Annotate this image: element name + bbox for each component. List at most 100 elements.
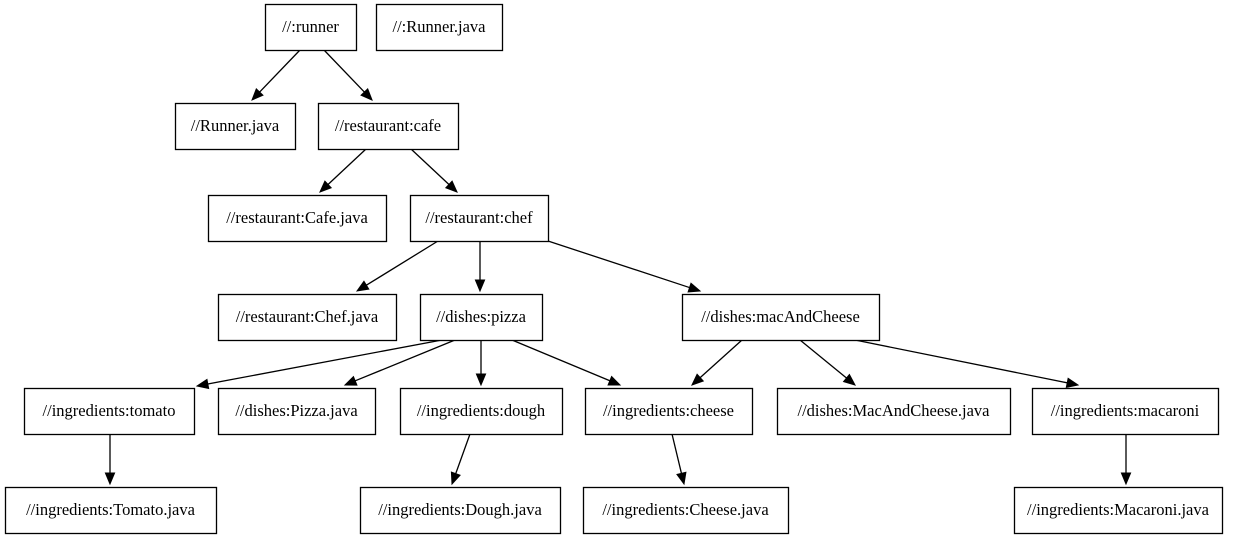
nodes-layer: //:runner //:Runner.java //Runner.java //re… — [4, 3, 1224, 535]
graph-node[interactable]: //ingredients:Tomato.java — [4, 486, 218, 535]
graph-edge — [547, 240, 702, 293]
edge-line — [799, 339, 847, 379]
edge-line — [547, 240, 690, 289]
edge-arrowhead-icon — [474, 279, 486, 293]
node-box[interactable] — [317, 102, 460, 151]
edge-arrowhead-icon — [676, 471, 687, 486]
graph-edge — [104, 434, 116, 486]
node-box[interactable] — [681, 293, 881, 342]
edges-layer — [104, 49, 1132, 486]
graph-edge — [1120, 434, 1132, 486]
graph-node[interactable]: //dishes:pizza — [419, 293, 544, 342]
node-box[interactable] — [174, 102, 297, 151]
graph-node[interactable]: //restaurant:chef — [409, 194, 550, 243]
graph-node[interactable]: //ingredients:macaroni — [1031, 387, 1220, 436]
edge-arrowhead-icon — [1065, 377, 1080, 388]
edge-arrowhead-icon — [1120, 472, 1132, 486]
edge-line — [207, 339, 443, 385]
edge-line — [366, 240, 439, 286]
graph-edge — [343, 339, 456, 386]
node-label: //ingredients:Cheese.java — [602, 500, 769, 519]
node-box[interactable] — [1031, 387, 1220, 436]
node-label: //:runner — [282, 17, 339, 36]
node-label: //ingredients:Tomato.java — [26, 500, 196, 519]
edge-arrowhead-icon — [195, 378, 210, 390]
node-box[interactable] — [584, 387, 754, 436]
node-box[interactable] — [1013, 486, 1224, 535]
graph-edge — [691, 339, 743, 386]
node-box[interactable] — [217, 293, 398, 342]
node-label: //dishes:macAndCheese — [701, 307, 860, 326]
edge-arrowhead-icon — [251, 87, 264, 101]
node-label: //restaurant:cafe — [335, 116, 441, 135]
graph-node[interactable]: //restaurant:Chef.java — [217, 293, 398, 342]
node-box[interactable] — [23, 387, 196, 436]
graph-node[interactable]: //:runner — [264, 3, 358, 52]
graph-edge — [410, 148, 458, 193]
edge-arrowhead-icon — [475, 373, 487, 387]
node-label: //restaurant:chef — [425, 208, 533, 227]
graph-edge — [799, 339, 857, 386]
edge-line — [410, 148, 450, 185]
edge-line — [455, 433, 471, 474]
node-label: //Runner.java — [191, 116, 280, 135]
node-label: //ingredients:macaroni — [1051, 401, 1200, 420]
edge-line — [511, 339, 611, 382]
node-box[interactable] — [375, 3, 504, 52]
edge-line — [854, 339, 1068, 384]
edge-arrowhead-icon — [450, 471, 461, 486]
graph-node[interactable]: //restaurant:cafe — [317, 102, 460, 151]
edge-arrowhead-icon — [360, 87, 373, 101]
node-label: //dishes:pizza — [436, 307, 526, 326]
edge-arrowhead-icon — [319, 180, 333, 193]
graph-node[interactable]: //dishes:macAndCheese — [681, 293, 881, 342]
node-label: //ingredients:Dough.java — [378, 500, 542, 519]
graph-node[interactable]: //ingredients:Macaroni.java — [1013, 486, 1224, 535]
node-box[interactable] — [399, 387, 564, 436]
node-box[interactable] — [359, 486, 562, 535]
edge-arrowhead-icon — [444, 180, 458, 193]
node-box[interactable] — [264, 3, 358, 52]
graph-node[interactable]: //dishes:MacAndCheese.java — [776, 387, 1012, 436]
node-label: //ingredients:Macaroni.java — [1027, 500, 1210, 519]
edge-line — [699, 339, 743, 379]
graph-edge — [450, 433, 471, 486]
graph-edge — [475, 340, 487, 387]
node-label: //ingredients:cheese — [603, 401, 734, 420]
node-box[interactable] — [4, 486, 218, 535]
graph-node[interactable]: //dishes:Pizza.java — [217, 387, 377, 436]
graph-node[interactable]: //ingredients:dough — [399, 387, 564, 436]
node-box[interactable] — [582, 486, 790, 535]
graph-node[interactable]: //Runner.java — [174, 102, 297, 151]
graph-edge — [474, 241, 486, 293]
node-label: //restaurant:Chef.java — [236, 307, 379, 326]
node-box[interactable] — [409, 194, 550, 243]
edge-arrowhead-icon — [691, 373, 705, 386]
graph-edge — [319, 148, 367, 193]
graph-node[interactable]: //:Runner.java — [375, 3, 504, 52]
graph-node[interactable]: //ingredients:Dough.java — [359, 486, 562, 535]
graph-edge — [355, 240, 439, 292]
node-box[interactable] — [776, 387, 1012, 436]
graph-node[interactable]: //ingredients:tomato — [23, 387, 196, 436]
edge-arrowhead-icon — [104, 472, 116, 486]
edge-line — [323, 49, 365, 93]
graph-node[interactable]: //restaurant:Cafe.java — [207, 194, 388, 243]
graph-edge — [251, 49, 301, 101]
node-box[interactable] — [207, 194, 388, 243]
edge-arrowhead-icon — [842, 373, 857, 386]
edge-line — [671, 433, 683, 474]
graph-node[interactable]: //ingredients:cheese — [584, 387, 754, 436]
node-label: //dishes:MacAndCheese.java — [798, 401, 991, 420]
graph-edge — [854, 339, 1080, 388]
node-box[interactable] — [419, 293, 544, 342]
edge-arrowhead-icon — [355, 280, 370, 292]
node-label: //ingredients:dough — [417, 401, 546, 420]
graph-edge — [671, 433, 687, 486]
node-label: //dishes:Pizza.java — [235, 401, 358, 420]
node-label: //:Runner.java — [392, 17, 486, 36]
node-box[interactable] — [217, 387, 377, 436]
graph-node[interactable]: //ingredients:Cheese.java — [582, 486, 790, 535]
node-label: //restaurant:Cafe.java — [226, 208, 368, 227]
